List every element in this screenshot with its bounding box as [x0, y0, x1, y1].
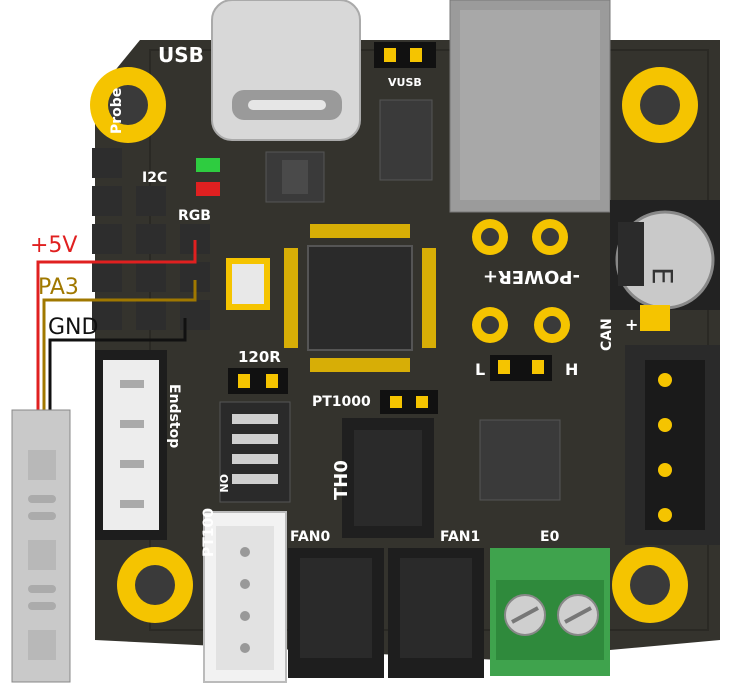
jumper-120r [228, 368, 288, 394]
pt1000-label: PT1000 [312, 394, 371, 410]
probe-label: Probe [109, 88, 125, 134]
dip-on-label: ON [217, 474, 230, 493]
usb-label: USB [158, 43, 204, 67]
wire-5v [36, 240, 197, 450]
driver-chip [479, 419, 561, 501]
usb-c-connector [211, 0, 361, 141]
can-label: CAN [599, 318, 615, 351]
can-pads [472, 307, 570, 381]
left-header-pins [92, 148, 210, 330]
power-block-housing [449, 0, 611, 213]
fan1-label: FAN1 [440, 529, 480, 545]
i2c-label: I2C [142, 170, 167, 186]
power-pads [472, 219, 568, 255]
e0-terminal-block [490, 548, 610, 676]
can-h-label: H [565, 360, 578, 379]
fan0-label: FAN0 [290, 529, 331, 545]
wire-gnd [48, 318, 187, 450]
capacitor [610, 200, 720, 331]
wire-gnd-label: GND [48, 315, 98, 340]
wire-pa3-label: PA3 [38, 275, 79, 300]
regulator [265, 151, 325, 203]
wire-5v-label: +5V [30, 233, 77, 258]
mount-hole-top-left [90, 67, 166, 143]
th0-connector [342, 418, 434, 538]
fan0-connector [288, 548, 384, 678]
mount-hole-bottom-left [117, 547, 193, 623]
mount-hole-top-right [622, 67, 698, 143]
pt100-connector [203, 511, 287, 683]
endstop-label: Endstop [166, 384, 182, 448]
status-leds [196, 158, 220, 196]
vusb-jumper [374, 42, 436, 68]
can-connector [625, 345, 720, 545]
pt100-label: PT100 [201, 508, 217, 557]
fan1-connector [388, 548, 484, 678]
vusb-label: VUSB [388, 76, 422, 89]
e0-label: E0 [540, 529, 560, 545]
can-l-label: L [475, 360, 485, 379]
pt1000-jumper [380, 390, 438, 414]
crystal [226, 258, 270, 310]
mcu-chip [280, 220, 440, 380]
rgb-label: RGB [178, 208, 211, 224]
mount-hole-bottom-right [612, 547, 688, 623]
th0-label: TH0 [331, 460, 352, 500]
wire-pa3 [42, 280, 197, 450]
capacitor-plus: + [625, 315, 638, 334]
usb-chip [379, 99, 433, 181]
power-label: -POWER+ [483, 266, 580, 287]
led-strip [11, 409, 71, 683]
capacitor-mark: E [646, 267, 679, 285]
jumper-120r-label: 120R [238, 348, 281, 366]
dip-switch [219, 401, 291, 503]
endstop-connector [95, 350, 167, 540]
